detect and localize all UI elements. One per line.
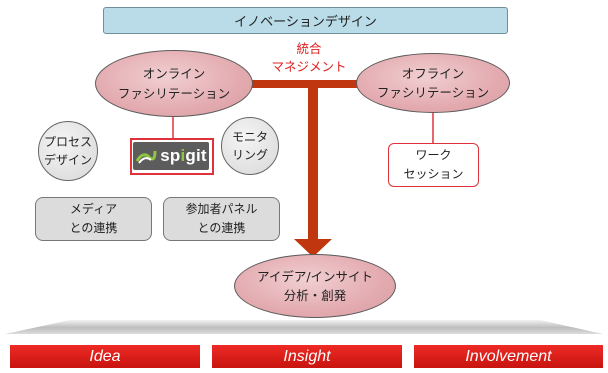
title-bar: イノベーションデザイン	[103, 7, 508, 34]
media-label: メディア との連携	[69, 202, 118, 235]
spigit-logo: spigit	[133, 142, 209, 170]
banner-insight: Insight	[212, 345, 402, 368]
media-box: メディア との連携	[35, 197, 152, 241]
banner-involvement: Involvement	[414, 345, 603, 368]
banner-idea-label: Idea	[89, 347, 121, 365]
online-facilitation-node: オンライン ファシリテーション	[95, 50, 253, 117]
banner-insight-label: Insight	[283, 347, 331, 365]
integration-arrow-shaft	[308, 84, 318, 241]
panel-label: 参加者パネル との連携	[185, 202, 258, 235]
offline-facilitation-node: オフライン ファシリテーション	[356, 53, 510, 113]
process-design-circle: プロセス デザイン	[38, 121, 98, 181]
banner-idea: Idea	[10, 345, 200, 368]
integration-arrowhead	[294, 239, 332, 257]
workshop-box: ワーク セッション	[388, 143, 479, 187]
idea-analysis-node: アイデア/インサイト 分析・創発	[234, 254, 396, 318]
panel-box: 参加者パネル との連携	[163, 197, 280, 241]
offline-facilitation-label: オフライン ファシリテーション	[376, 65, 490, 100]
integration-label: 統合 マネジメント	[271, 41, 347, 74]
base-platform	[5, 320, 603, 334]
title-text: イノベーションデザイン	[234, 15, 377, 30]
banner-involvement-label: Involvement	[465, 347, 552, 365]
monitoring-label: モニタ リング	[231, 130, 268, 162]
spigit-logo-text: spigit	[160, 146, 207, 165]
spigit-mark-icon	[135, 150, 157, 164]
online-facilitation-label: オンライン ファシリテーション	[117, 66, 231, 101]
process-design-label: プロセス デザイン	[43, 135, 92, 167]
monitoring-circle: モニタ リング	[221, 117, 279, 175]
idea-analysis-label: アイデア/インサイト 分析・創発	[256, 268, 374, 303]
workshop-label: ワーク セッション	[403, 148, 464, 181]
